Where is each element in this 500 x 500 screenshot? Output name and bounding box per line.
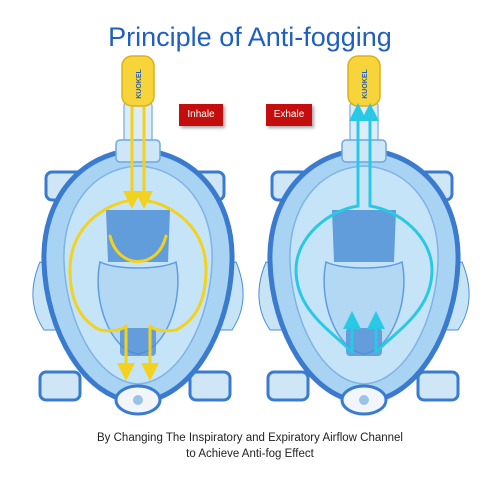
snorkel-connector xyxy=(115,139,161,163)
bottom-right-buckle xyxy=(416,370,460,402)
snorkel-connector xyxy=(341,139,387,163)
inhale-airflow xyxy=(68,106,208,381)
inhale-mask: KUOKEL xyxy=(32,55,244,416)
brand-text: KUOKEL xyxy=(362,69,369,99)
valve-block xyxy=(346,328,382,356)
drain-valve-center xyxy=(133,395,143,405)
exhale-label: Exhale xyxy=(266,104,312,126)
inhale-label: Inhale xyxy=(179,104,223,126)
snorkel-cap xyxy=(121,55,155,107)
exhale-airflow xyxy=(294,103,434,354)
page-title: Principle of Anti-fogging xyxy=(108,22,392,52)
caption-line-2: to Achieve Anti-fog Effect xyxy=(186,448,314,460)
divider-panel xyxy=(106,210,170,262)
mask-illustration: KUOKEL KUOKEL xyxy=(32,55,470,416)
caption: By Changing The Inspiratory and Expirato… xyxy=(0,430,500,462)
caption-line-1: By Changing The Inspiratory and Expirato… xyxy=(97,432,403,444)
bottom-left-buckle xyxy=(266,370,310,402)
valve-block xyxy=(120,328,156,356)
brand-text: KUOKEL xyxy=(136,69,143,99)
divider-panel xyxy=(332,210,396,262)
bottom-right-buckle xyxy=(188,370,232,402)
bottom-left-buckle xyxy=(38,370,82,402)
drain-valve-center xyxy=(359,395,369,405)
mouth-cup xyxy=(323,260,405,355)
exhale-mask: KUOKEL xyxy=(258,55,470,416)
